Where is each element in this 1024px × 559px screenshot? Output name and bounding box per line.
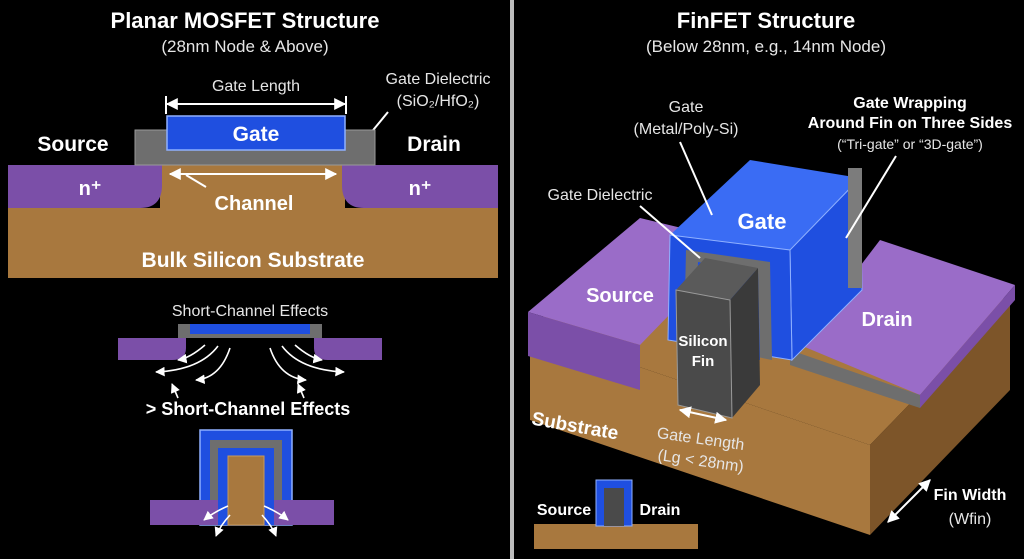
source-front [528,312,640,390]
mini-finfet-drain-label: Drain [640,502,681,519]
planar-title: Planar MOSFET Structure [111,8,380,33]
drain-label: Drain [861,309,912,331]
field-arrow-3 [195,347,231,385]
mini-fin-source [150,500,218,525]
fin-top [676,258,758,300]
n-plus-drain-label: n⁺ [409,178,432,200]
gate-rear-edge [848,168,862,288]
mini-finfet-substrate [534,524,698,549]
mini-fin-arrow-4 [261,514,278,537]
wrap-line1: Gate Wrapping [853,95,967,112]
planar-mosfet-panel: Planar MOSFET Structure (28nm Node & Abo… [8,8,498,537]
mini-fin-silicon [227,455,265,526]
mini-gate [190,324,310,334]
wrap-line3: (“Tri-gate” or “3D-gate”) [837,136,983,152]
fin-width-arrow [887,479,931,523]
fin-gate-length-arrow [678,406,728,424]
source-label: Source [586,285,654,307]
fin-front [675,289,733,419]
fin-label-line1: Silicon [678,333,727,350]
mini-finfet-source-label: Source [537,502,591,519]
field-arrow-2 [155,345,219,377]
mini-fin-arrow-1 [203,505,229,521]
finfet-panel: FinFET Structure (Below 28nm, e.g., 14nm… [528,8,1015,549]
fin-side [730,268,760,418]
field-arrow-4 [294,344,323,364]
gate-top [670,160,860,250]
wrap-leader [845,155,897,239]
gate-label-line2: (Metal/Poly-Si) [634,121,739,138]
n-plus-source-label: n⁺ [79,178,102,200]
drain-label: Drain [407,133,461,156]
field-arrow-6 [269,347,307,385]
channel-label: Channel [215,193,294,215]
panel-divider [510,0,514,559]
fin-label-line2: Fin [692,353,715,370]
finfet-subtitle: (Below 28nm, e.g., 14nm Node) [646,37,886,56]
gate-length-label: Gate Length [212,78,300,95]
short-channel-label: Short-Channel Effects [172,303,328,320]
drain-side [920,285,1015,408]
drain-front [790,350,920,408]
gate-leader [679,141,713,216]
bulk-substrate [8,208,498,278]
mini-drain [314,338,382,360]
fin-width-line2: (Wfin) [949,511,992,528]
mini-finfet-fin [604,488,624,526]
source-n-plus-region [8,165,162,208]
source-label: Source [37,133,108,156]
pointer-arrow-left [170,383,180,399]
field-arrow-1 [177,344,206,364]
fin-width-line1: Fin Width [934,487,1007,504]
mini-fin-arrow-3 [263,505,289,521]
mini-fin-arrow-2 [214,514,231,537]
bulk-substrate-label: Bulk Silicon Substrate [142,249,365,272]
substrate-side [870,300,1010,535]
gate-electrode [166,115,346,151]
channel-leader [185,174,207,188]
planar-subtitle: (28nm Node & Above) [161,37,328,56]
gate-dielectric-label: Gate Dielectric [386,71,491,88]
gate-label-line1: Gate [669,99,704,116]
mini-source [118,338,186,360]
gate-dielectric-leader [639,205,701,259]
drain-n-plus-region [342,165,498,208]
gate-label: Gate [233,123,280,146]
pointer-arrow-right [296,383,306,399]
mini-fin-drain [274,500,334,525]
more-short-channel-label: > Short-Channel Effects [146,399,351,419]
gate-dielectric-formula: (SiO₂/HfO₂) [397,93,480,110]
finfet-title: FinFET Structure [677,8,855,33]
gate-block-label: Gate [738,209,787,234]
field-arrow-5 [281,345,345,377]
gate-dielectric-label: Gate Dielectric [548,187,653,204]
wrap-line2: Around Fin on Three Sides [808,115,1013,132]
